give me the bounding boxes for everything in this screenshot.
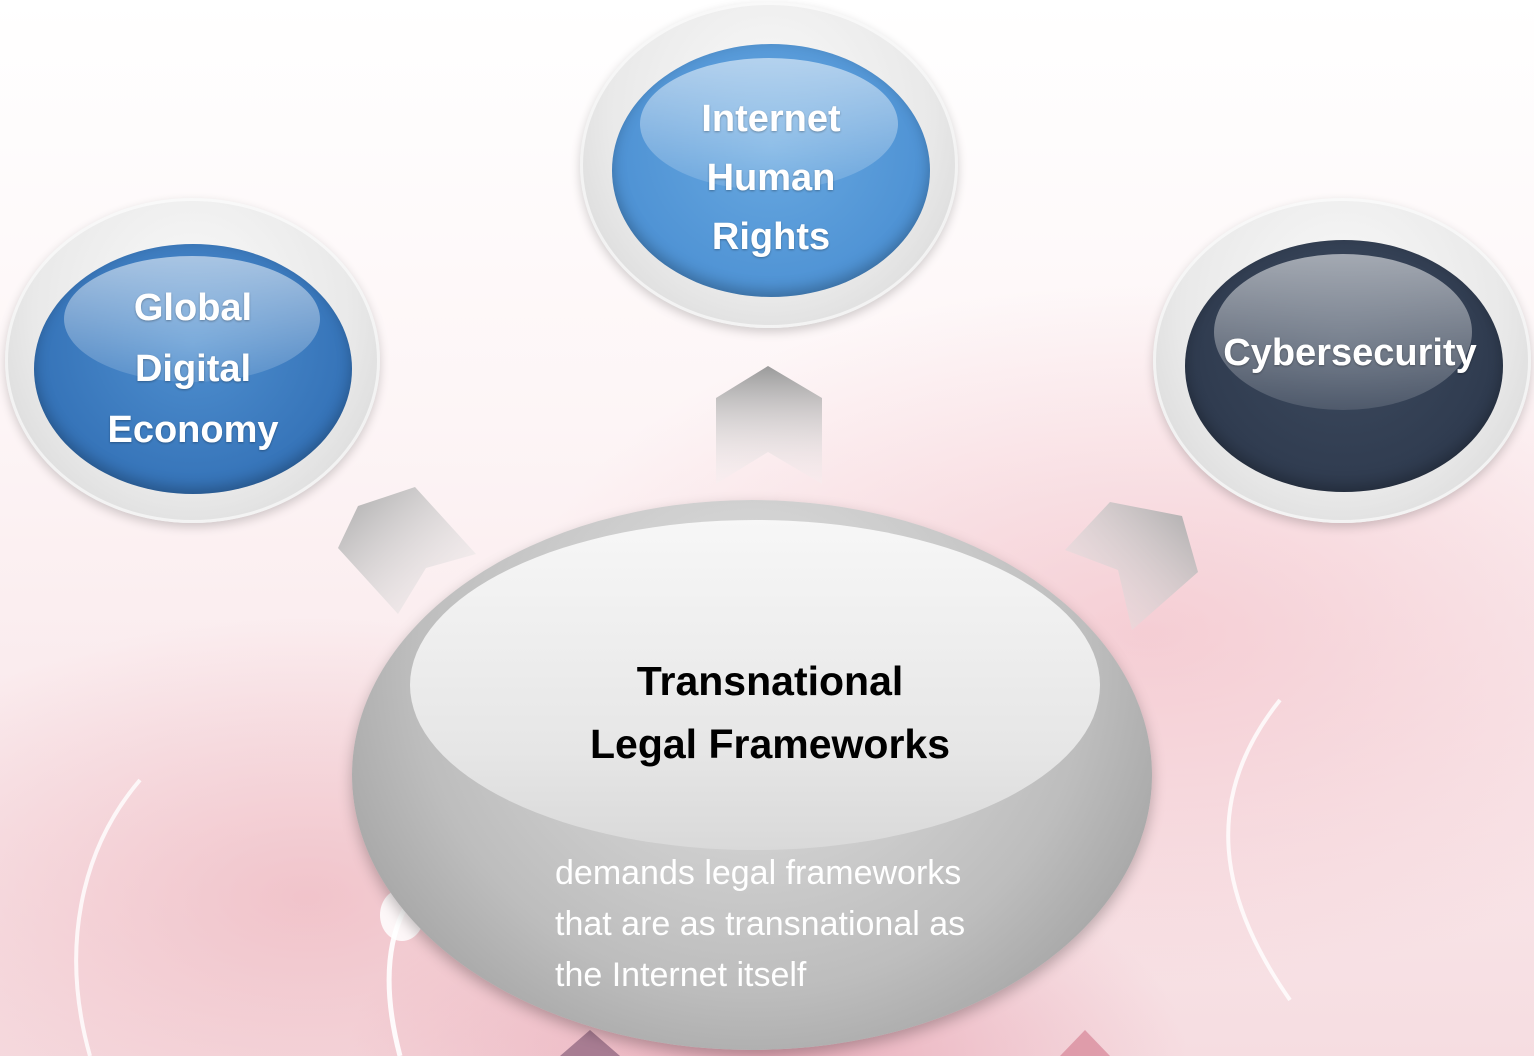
center-node-gloss [410,520,1100,850]
node-gloss [64,256,320,382]
arrow-left [338,487,476,614]
node-label-global-digital-economy: Global Digital Economy [107,287,279,451]
center-node-title: Transnational Legal Frameworks [589,658,951,767]
center-node-description: demands legal frameworks that are as tra… [555,854,966,994]
node-label-cybersecurity: Cybersecurity [1223,332,1477,374]
arrow-up [716,366,822,484]
node-gloss [640,58,898,190]
node-gloss [1214,254,1472,410]
arrow-right [1065,502,1198,630]
node-label-internet-human-rights: Internet Human Rights [701,98,841,258]
